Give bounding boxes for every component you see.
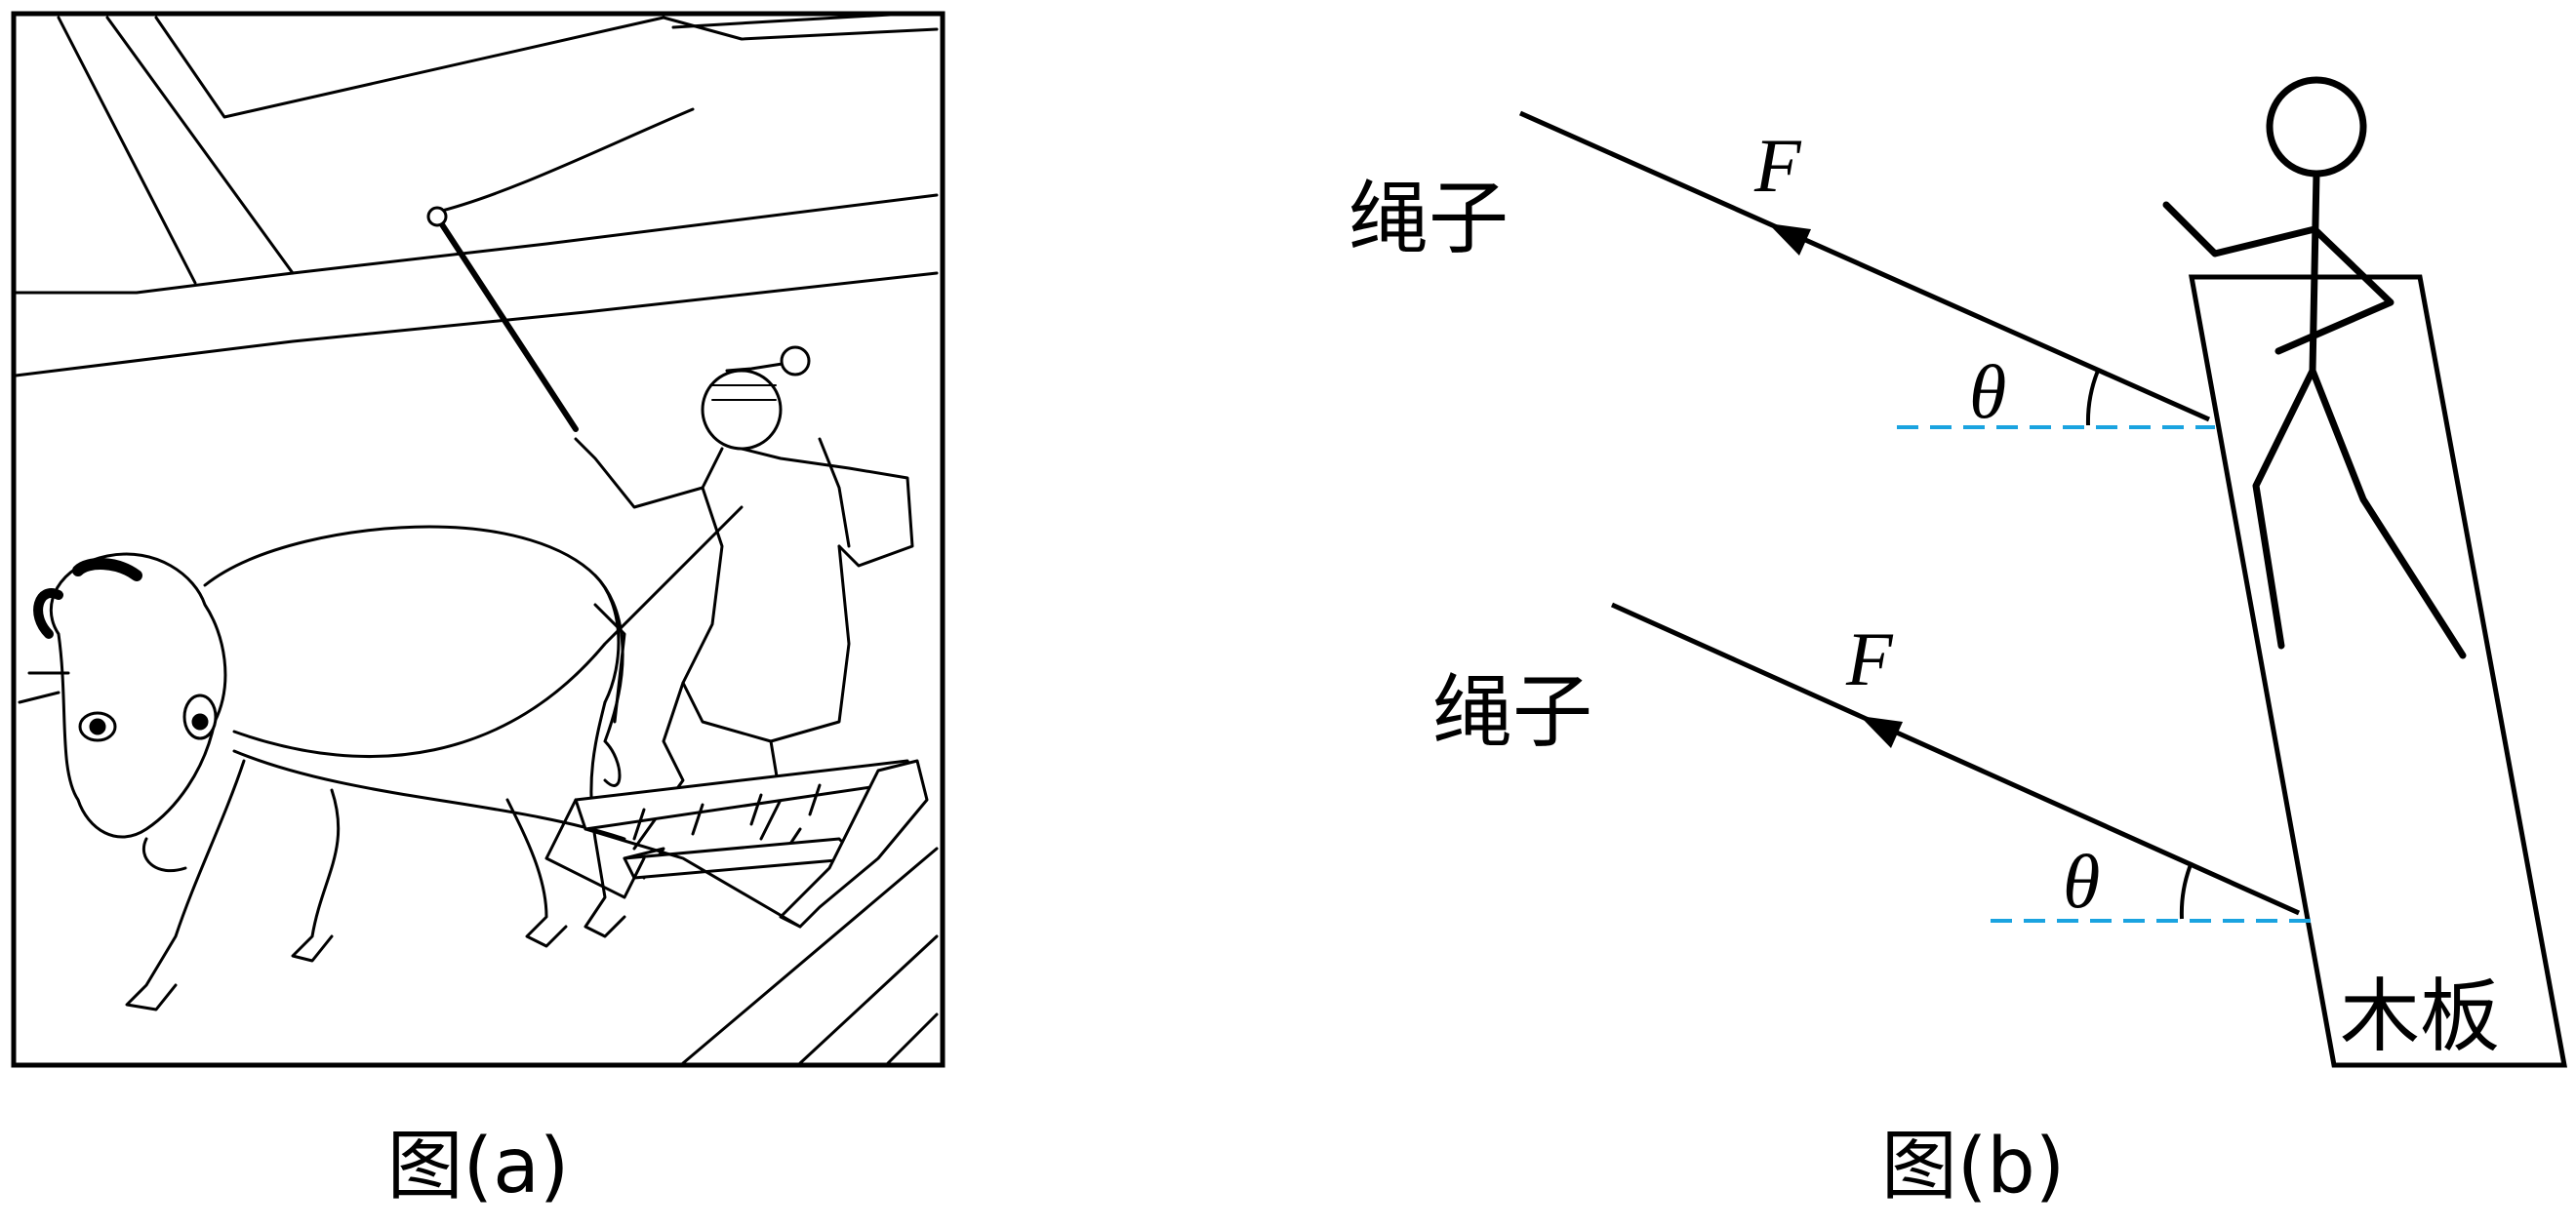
ox-plowing-illustration [14,12,939,1065]
upper-rope-label: 绳子 [1348,173,1509,265]
figure-a-frame [11,11,946,1068]
lower-force-label: F [1845,616,1894,701]
upper-rope: 绳子 F θ [1348,110,2215,434]
lower-rope-line [1610,602,2301,916]
upper-force-label: F [1753,123,1802,208]
upper-rope-line [1518,110,2211,422]
stick-figure-person [2162,76,2467,659]
lower-angle-label: θ [2063,839,2100,924]
wooden-board [2189,274,2567,1068]
lower-rope-label: 绳子 [1432,666,1592,759]
upper-angle-arc [2085,370,2100,426]
upper-angle-label: θ [1969,349,2006,434]
figure-a-caption: 图(a) [387,1123,570,1210]
figure-a: 图(a) [11,11,946,1210]
lower-angle-arc [2179,861,2194,920]
figure-b-caption: 图(b) [1881,1123,2065,1210]
lower-rope: 绳子 F θ [1432,602,2313,924]
lower-force-arrow [1860,716,1903,748]
figure-b: 绳子 F θ 绳子 F θ 木板 图(b) [1348,76,2567,1210]
upper-force-arrow [1768,223,1811,256]
board-label: 木板 [2340,971,2500,1063]
